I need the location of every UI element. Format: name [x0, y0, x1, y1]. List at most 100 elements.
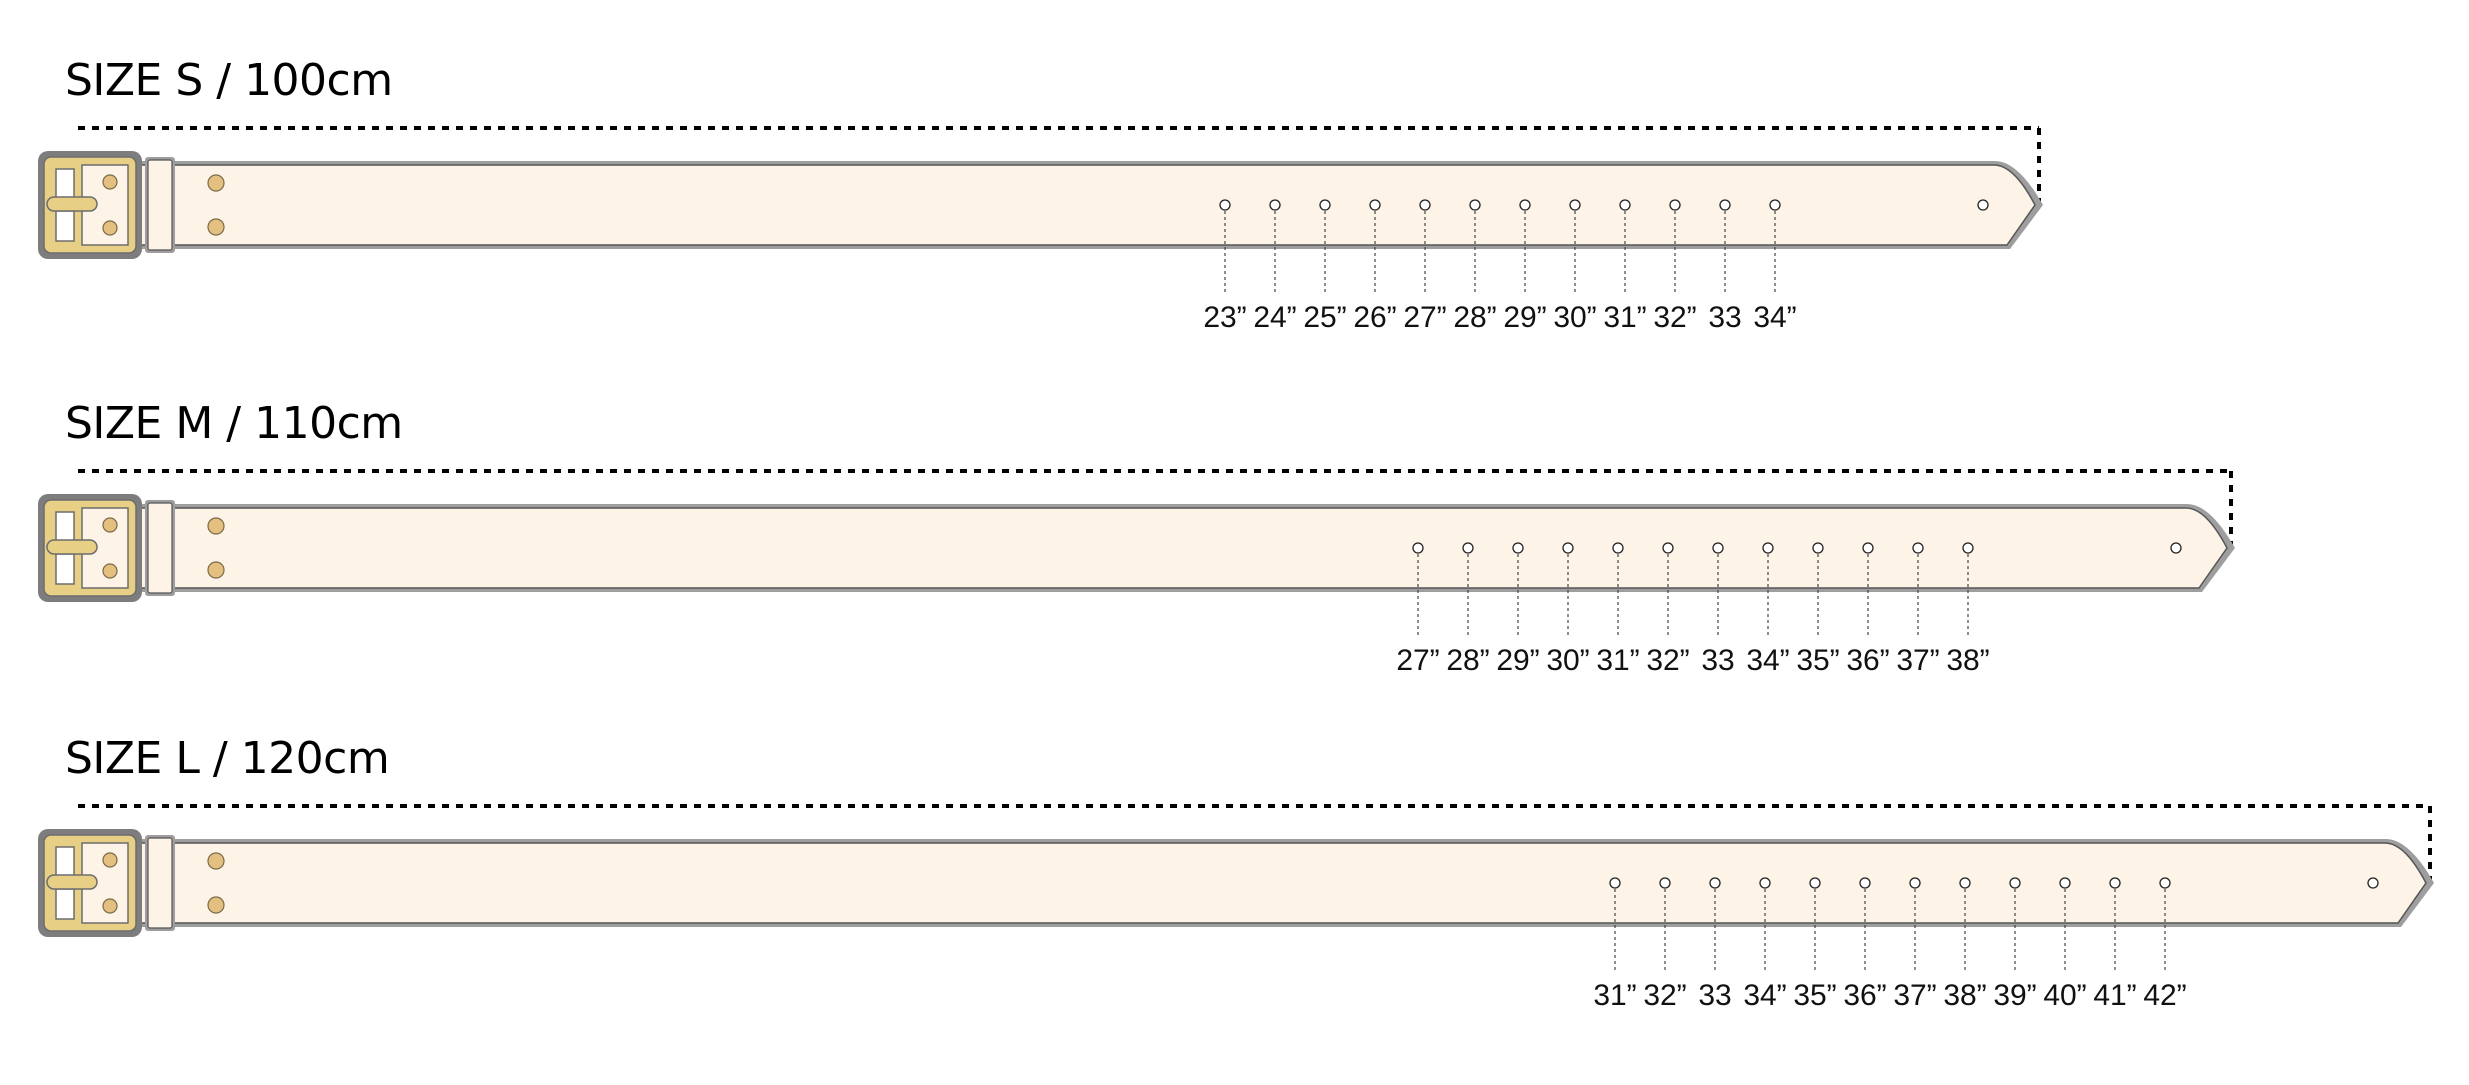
hole-size-label: 30” [1546, 644, 1589, 677]
buckle-prong [46, 196, 98, 212]
belt-hole [1859, 877, 1871, 889]
hole-size-label: 28” [1446, 644, 1489, 677]
belt-size-l: SIZE L / 120cm 31”32” 33 34”35”36”37”38”39… [0, 733, 2469, 1073]
belt-hole [1659, 877, 1671, 889]
belt-tip-hole [1977, 199, 1989, 211]
hole-size-label: 28” [1453, 301, 1496, 334]
belt-hole [1912, 542, 1924, 554]
hole-size-label: 31” [1603, 301, 1646, 334]
buckle-window [55, 888, 75, 920]
belt-hole [1769, 199, 1781, 211]
belt-hole [1462, 542, 1474, 554]
belt-hole [1369, 199, 1381, 211]
hole-size-label: 27” [1396, 644, 1439, 677]
keeper-loop [147, 837, 173, 929]
belt-title: SIZE L / 120cm [65, 733, 390, 784]
hole-size-label: 35” [1796, 644, 1839, 677]
hole-size-label: 34” [1743, 979, 1786, 1012]
hole-size-label: 33 [1698, 979, 1731, 1012]
hole-size-label: 32” [1653, 301, 1696, 334]
belt-drawing: 31”32” 33 34”35”36”37”38”39”40”41”42” [38, 804, 2434, 1012]
belt-strap [139, 842, 2427, 924]
keeper-loop [147, 159, 173, 251]
strap-rivet [207, 174, 225, 192]
buckle-window [55, 210, 75, 242]
hole-size-label: 40” [2043, 979, 2086, 1012]
buckle-rivet [102, 852, 118, 868]
hole-size-label: 36” [1843, 979, 1886, 1012]
hole-size-label: 39” [1993, 979, 2036, 1012]
hole-size-label: 41” [2093, 979, 2136, 1012]
belt-size-s: SIZE S / 100cm 23”24”25”26”27”28”29”30”3… [0, 55, 2469, 395]
belt-hole [1469, 199, 1481, 211]
hole-size-label: 34” [1746, 644, 1789, 677]
belt-hole [1619, 199, 1631, 211]
belt-strap [139, 507, 2228, 589]
belt-hole [1612, 542, 1624, 554]
buckle-window [55, 168, 75, 200]
belt-hole [1269, 199, 1281, 211]
hole-size-label: 33 [1701, 644, 1734, 677]
belt-title: SIZE S / 100cm [65, 55, 393, 106]
hole-size-label: 38” [1943, 979, 1986, 1012]
hole-size-label: 34” [1753, 301, 1796, 334]
strap-rivet [207, 852, 225, 870]
belt-hole [1662, 542, 1674, 554]
hole-size-label: 37” [1896, 644, 1939, 677]
buckle-rivet [102, 517, 118, 533]
hole-size-label: 32” [1643, 979, 1686, 1012]
buckle-rivet [102, 898, 118, 914]
hole-size-label: 37” [1893, 979, 1936, 1012]
buckle-window [55, 553, 75, 585]
hole-size-label: 30” [1553, 301, 1596, 334]
belt-hole [1759, 877, 1771, 889]
buckle-window [55, 511, 75, 543]
hole-size-label: 31” [1593, 979, 1636, 1012]
belt-hole [1609, 877, 1621, 889]
belt-hole [1909, 877, 1921, 889]
buckle-rivet [102, 174, 118, 190]
belt-hole [1412, 542, 1424, 554]
hole-size-label: 33 [1708, 301, 1741, 334]
belt-hole [1669, 199, 1681, 211]
hole-size-label: 36” [1846, 644, 1889, 677]
hole-size-label: 35” [1793, 979, 1836, 1012]
hole-size-label: 26” [1353, 301, 1396, 334]
strap-rivet [207, 561, 225, 579]
belt-title: SIZE M / 110cm [65, 398, 403, 449]
strap-rivet [207, 517, 225, 535]
belt-hole [1862, 542, 1874, 554]
belt-hole [1809, 877, 1821, 889]
buckle-rivet [102, 220, 118, 236]
belt-tip-hole [2367, 877, 2379, 889]
hole-size-label: 42” [2143, 979, 2186, 1012]
hole-size-label: 23” [1203, 301, 1246, 334]
belt-hole [1319, 199, 1331, 211]
belt-hole [1812, 542, 1824, 554]
hole-size-label: 25” [1303, 301, 1346, 334]
hole-size-label: 31” [1596, 644, 1639, 677]
belt-hole [1959, 877, 1971, 889]
belt-hole [1512, 542, 1524, 554]
belt-hole [1712, 542, 1724, 554]
strap-rivet [207, 896, 225, 914]
belt-tip-hole [2170, 542, 2182, 554]
hole-size-label: 38” [1946, 644, 1989, 677]
belt-hole [1419, 199, 1431, 211]
buckle-prong [46, 539, 98, 555]
buckle-rivet [102, 563, 118, 579]
hole-size-label: 24” [1253, 301, 1296, 334]
buckle-prong [46, 874, 98, 890]
hole-size-label: 29” [1503, 301, 1546, 334]
belt-hole [1762, 542, 1774, 554]
belt-strap [139, 164, 2036, 246]
belt-hole [1719, 199, 1731, 211]
belt-hole [1219, 199, 1231, 211]
belt-hole [2159, 877, 2171, 889]
belt-hole [1709, 877, 1721, 889]
hole-size-label: 29” [1496, 644, 1539, 677]
belt-hole [2059, 877, 2071, 889]
